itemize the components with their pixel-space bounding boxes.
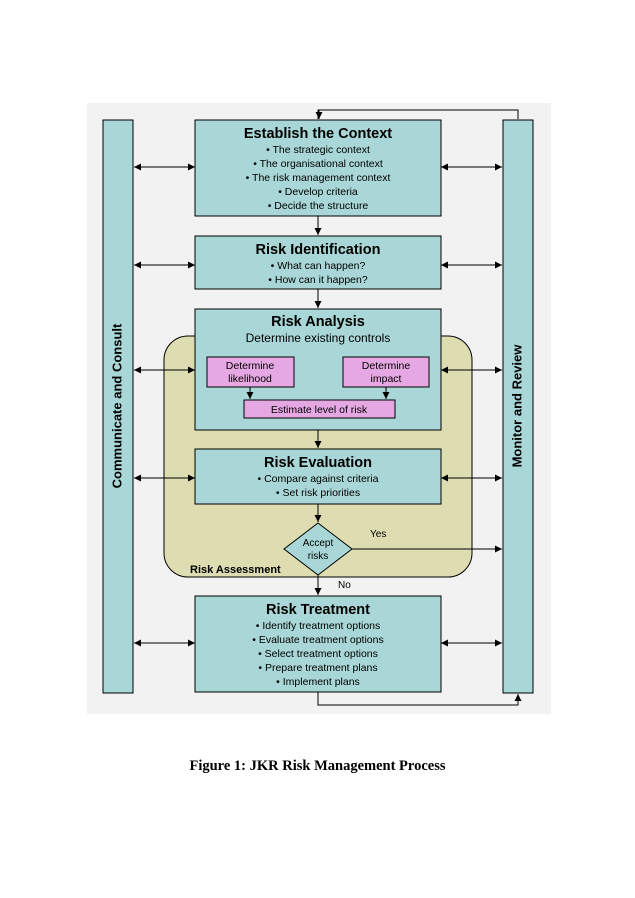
- figure-caption: Figure 1: JKR Risk Management Process: [189, 758, 446, 774]
- risk-evaluation-title: Risk Evaluation: [264, 455, 372, 471]
- determine-impact-box: [342, 356, 430, 388]
- treatment-item: • Prepare treatment plans: [258, 662, 377, 674]
- context-item: • Decide the structure: [268, 200, 369, 212]
- determine-likelihood-box: [206, 356, 295, 388]
- monitor-review-label: Monitor and Review: [509, 344, 524, 468]
- accept-risks-label: risks: [308, 551, 329, 562]
- estimate-risk-label: Estimate level of risk: [271, 404, 368, 416]
- establish-context-title: Establish the Context: [244, 126, 392, 142]
- evaluation-item: • Set risk priorities: [276, 487, 360, 499]
- identification-item: • How can it happen?: [268, 274, 368, 286]
- likelihood-label: likelihood: [228, 373, 272, 385]
- monitor-review-bar: [502, 119, 534, 694]
- risk-identification-box: [194, 235, 442, 290]
- context-item: • Develop criteria: [278, 186, 358, 198]
- treatment-item: • Select treatment options: [258, 648, 378, 660]
- communicate-consult-label: Communicate and Consult: [109, 323, 124, 488]
- risk-treatment-box: [194, 595, 442, 693]
- impact-label: impact: [371, 373, 402, 385]
- risk-assessment-label: Risk Assessment: [190, 564, 281, 576]
- accept-risks-label: Accept: [303, 538, 334, 549]
- context-item: • The risk management context: [246, 172, 391, 184]
- treatment-item: • Implement plans: [276, 676, 360, 688]
- impact-label: Determine: [362, 360, 411, 372]
- risk-identification-title: Risk Identification: [256, 242, 381, 258]
- risk-analysis-subtitle: Determine existing controls: [246, 331, 391, 345]
- yes-label: Yes: [370, 529, 386, 540]
- establish-context-box: [194, 119, 442, 217]
- identification-item: • What can happen?: [271, 260, 366, 272]
- likelihood-label: Determine: [226, 360, 275, 372]
- risk-treatment-title: Risk Treatment: [266, 602, 370, 618]
- context-item: • The strategic context: [266, 144, 370, 156]
- context-item: • The organisational context: [253, 158, 383, 170]
- communicate-consult-bar: [102, 119, 134, 694]
- treatment-item: • Identify treatment options: [256, 620, 381, 632]
- no-label: No: [338, 580, 351, 591]
- risk-analysis-title: Risk Analysis: [271, 314, 365, 330]
- evaluation-item: • Compare against criteria: [258, 473, 379, 485]
- estimate-risk-box: [243, 399, 396, 419]
- treatment-item: • Evaluate treatment options: [252, 634, 384, 646]
